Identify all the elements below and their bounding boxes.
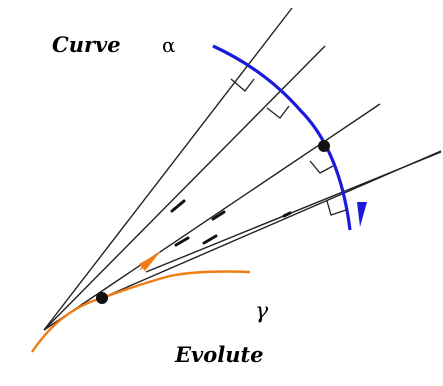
right-angle-mark-2 [266, 105, 290, 119]
main-curve [212, 44, 367, 231]
evolute-path-lower [31, 296, 103, 353]
evolute-arrow-icon [139, 252, 160, 271]
normal-line-5 [145, 151, 442, 273]
evolute-symbol: γ [255, 299, 269, 324]
tangency-mark-5 [282, 211, 292, 218]
tangency-marks [170, 199, 292, 247]
evolute-path-upper [101, 270, 251, 300]
normal-line-1 [43, 7, 293, 331]
tangency-mark-2 [174, 236, 190, 247]
normal-lines [43, 7, 442, 331]
right-angle-mark-3 [309, 160, 334, 174]
curve-symbol: α [162, 33, 176, 57]
right-angle-mark-4 [326, 200, 347, 216]
tangency-mark-3 [202, 234, 218, 245]
evolute-label: Evolute [174, 342, 264, 367]
evolute-point [96, 292, 108, 304]
curve-label: Curve [52, 32, 121, 57]
normal-line-3 [43, 103, 381, 331]
right-angle-mark-1 [230, 78, 255, 92]
right-angle-marks [230, 78, 347, 216]
evolute-curve [31, 251, 251, 353]
tangency-mark-1 [170, 199, 186, 213]
curve-point [318, 140, 330, 152]
points [96, 140, 330, 304]
normal-line-2 [43, 45, 326, 331]
curve-arrow-icon [357, 202, 367, 227]
tangency-mark-4 [211, 210, 226, 221]
curve-path [212, 44, 352, 231]
